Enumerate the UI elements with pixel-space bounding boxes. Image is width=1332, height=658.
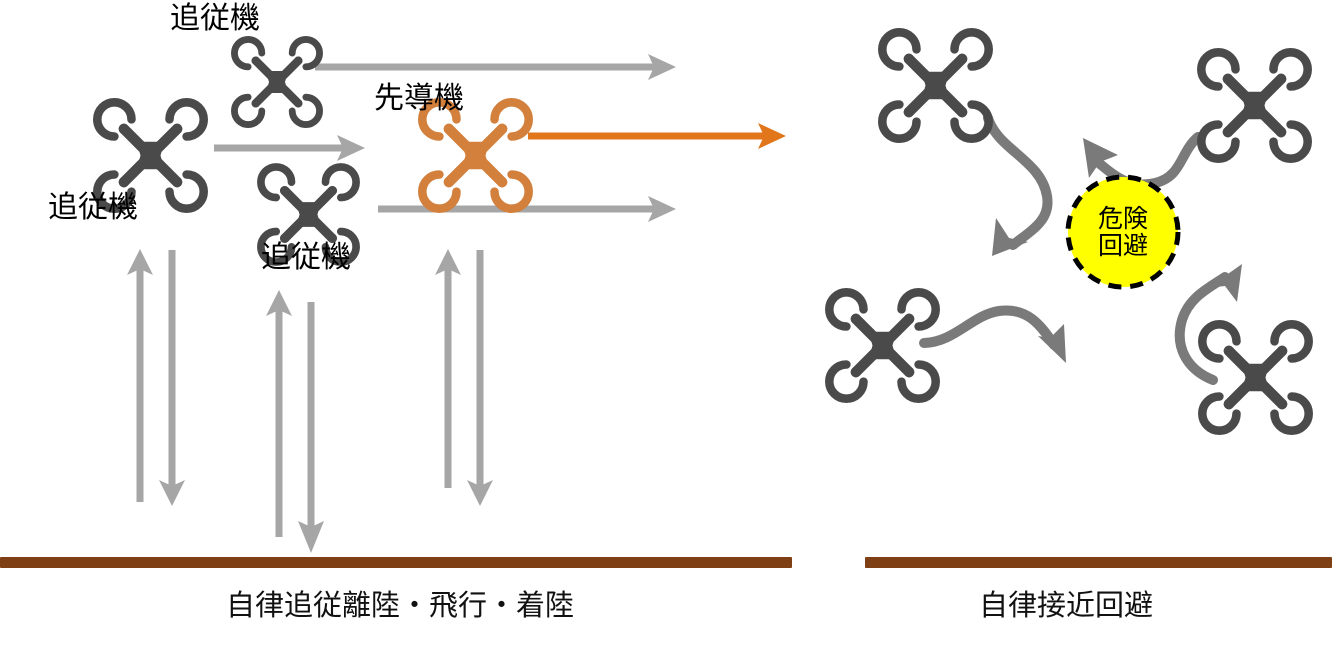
avoid-arrow-top-right: [1083, 132, 1203, 190]
ground-line-right: [865, 557, 1332, 568]
avoid-arrow-top-left: [983, 113, 1053, 256]
drone-top-left: [882, 32, 988, 138]
takeoff-landing-pair-left: [127, 249, 185, 506]
hazard-label: 危険 回避: [1073, 205, 1173, 259]
takeoff-arrow-center: [266, 290, 292, 537]
caption-right-panel: 自律接近回避: [978, 588, 1153, 622]
drone-follower-top: [234, 39, 319, 124]
label-leader: 先導機: [374, 81, 464, 116]
hazard-label-line1: 危険: [1097, 204, 1148, 233]
flight-arrow-middle: [214, 135, 365, 161]
label-follower-left: 追従機: [48, 190, 138, 225]
right-panel-collision-avoidance: 危険 回避 自律接近回避: [800, 0, 1332, 658]
flight-arrow-leader: [528, 123, 786, 149]
caption-left-panel: 自律追従離陸・飛行・着陸: [225, 588, 574, 622]
flight-arrow-top: [315, 54, 676, 80]
landing-arrow-center: [298, 302, 324, 553]
label-follower-top: 追従機: [170, 1, 260, 36]
drone-top-right: [1201, 52, 1307, 158]
drone-bottom-right: [1202, 324, 1308, 430]
landing-arrow-left: [159, 250, 185, 506]
takeoff-landing-pair-right: [435, 249, 493, 506]
takeoff-arrow-left: [127, 249, 153, 502]
avoid-arrow-bottom-left: [919, 305, 1066, 363]
hazard-zone: [1065, 174, 1181, 290]
label-follower-middle: 追従機: [261, 240, 351, 275]
takeoff-arrow-right: [435, 249, 461, 488]
takeoff-landing-pair-center: [266, 290, 324, 553]
hazard-label-line2: 回避: [1097, 231, 1148, 260]
avoid-arrow-bottom-right: [1174, 264, 1242, 385]
right-panel-graphics: [800, 0, 1332, 658]
left-panel-autonomous-following: 追従機 先導機 追従機 追従機 自律追従離陸・飛行・着陸: [0, 0, 792, 622]
ground-line-left: [0, 557, 792, 568]
drone-leader: [422, 102, 528, 208]
landing-arrow-right: [467, 250, 493, 506]
left-panel-graphics: [0, 0, 786, 553]
